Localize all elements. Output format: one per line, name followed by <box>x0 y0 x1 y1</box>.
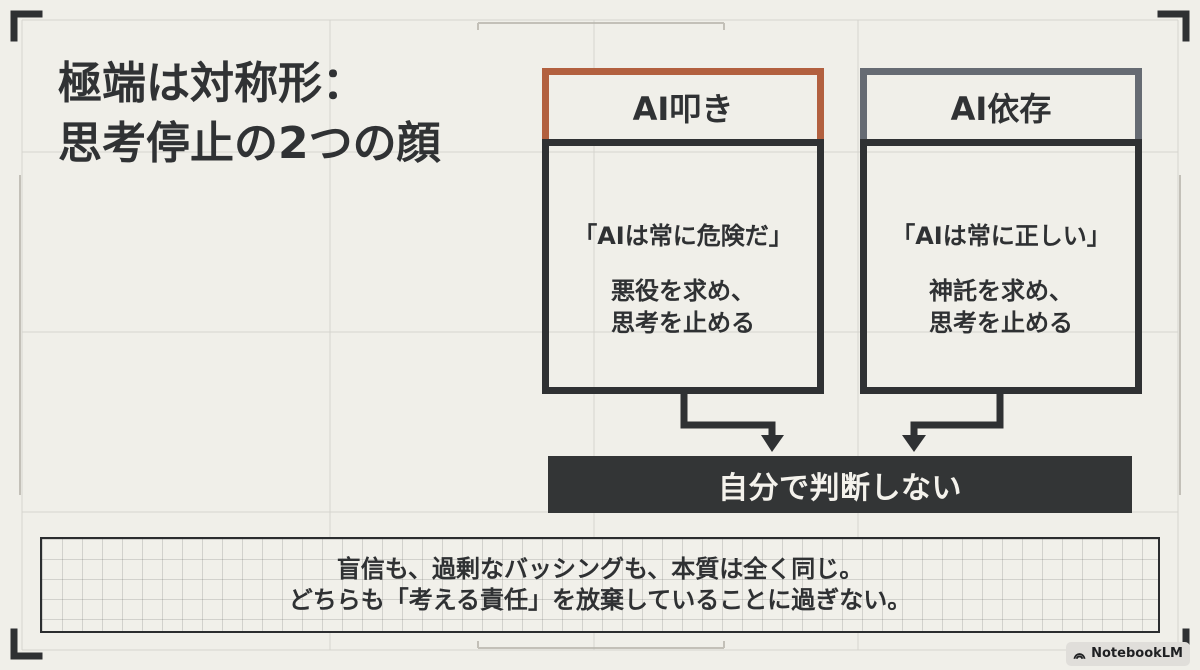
ai-criticism-heading: AI叩き <box>542 68 824 146</box>
notebooklm-logo-icon <box>1073 652 1086 659</box>
summary-line-2: どちらも「考える責任」を放棄していることに過ぎない。 <box>288 586 912 614</box>
ai-dependence-description: 神託を求め、 思考を止める <box>929 277 1073 337</box>
ai-dependence-card: AI依存 「AIは常に正しい」 神託を求め、 思考を止める <box>860 68 1142 394</box>
summary-text: 盲信も、過剰なバッシングも、本質は全く同じ。 どちらも「考える責任」を放棄してい… <box>289 554 912 616</box>
title-line-2: 思考停止の2つの顔 <box>58 118 441 169</box>
ai-criticism-quote: 「AIは常に危険だ」 <box>573 222 793 250</box>
title-line-1: 極端は対称形： <box>58 58 366 109</box>
ai-criticism-body: 「AIは常に危険だ」 悪役を求め、 思考を止める <box>549 220 817 339</box>
arrow-down-icon <box>680 390 784 452</box>
ai-dependence-quote: 「AIは常に正しい」 <box>891 222 1111 250</box>
arrow-down-icon <box>902 390 1004 452</box>
summary-line-1: 盲信も、過剰なバッシングも、本質は全く同じ。 <box>336 555 864 583</box>
slide-title: 極端は対称形： 思考停止の2つの顔 <box>58 54 498 174</box>
ai-criticism-description: 悪役を求め、 思考を止める <box>611 277 755 337</box>
notebooklm-label: NotebookLM <box>1091 646 1183 661</box>
common-result-bar: 自分で判断しない <box>548 456 1132 513</box>
notebooklm-badge: NotebookLM <box>1066 642 1190 666</box>
ai-dependence-heading: AI依存 <box>860 68 1142 146</box>
ai-dependence-body: 「AIは常に正しい」 神託を求め、 思考を止める <box>867 220 1135 339</box>
ai-criticism-card: AI叩き 「AIは常に危険だ」 悪役を求め、 思考を止める <box>542 68 824 394</box>
summary-box: 盲信も、過剰なバッシングも、本質は全く同じ。 どちらも「考える責任」を放棄してい… <box>40 537 1160 633</box>
